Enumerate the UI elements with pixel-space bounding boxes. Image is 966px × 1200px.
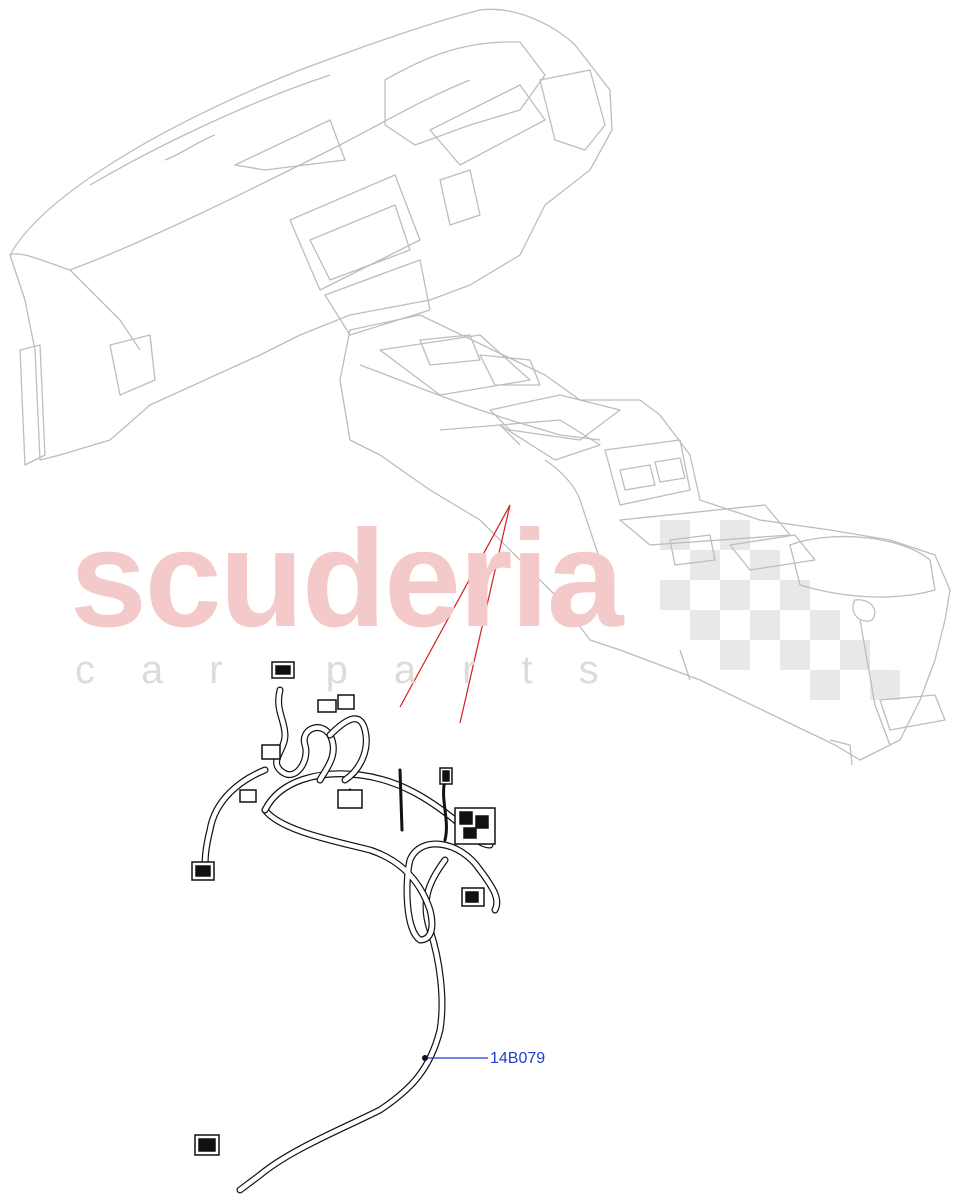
- leader-line-2: [459, 504, 511, 724]
- harness-connectors: [191, 661, 496, 1156]
- wiring-harness: [201, 686, 501, 1194]
- connector-mid-left: [261, 744, 281, 760]
- center-console-outline: [339, 314, 951, 766]
- watermark-brand: scuderia: [70, 502, 624, 656]
- connector-center: [337, 789, 363, 809]
- connector-upper-right: [337, 694, 355, 710]
- watermark-checker-flag: [660, 520, 900, 700]
- leader-lines: [399, 504, 511, 724]
- connector-left-mid: [239, 789, 257, 803]
- dashboard-outline: [9, 8, 613, 466]
- connector-upper-mid: [317, 699, 337, 713]
- callout-label-14B079[interactable]: 14B079: [490, 1050, 546, 1067]
- watermark-tagline: car parts: [75, 648, 645, 692]
- callout-14B079-leader: [422, 1055, 488, 1061]
- leader-line-1: [399, 504, 511, 708]
